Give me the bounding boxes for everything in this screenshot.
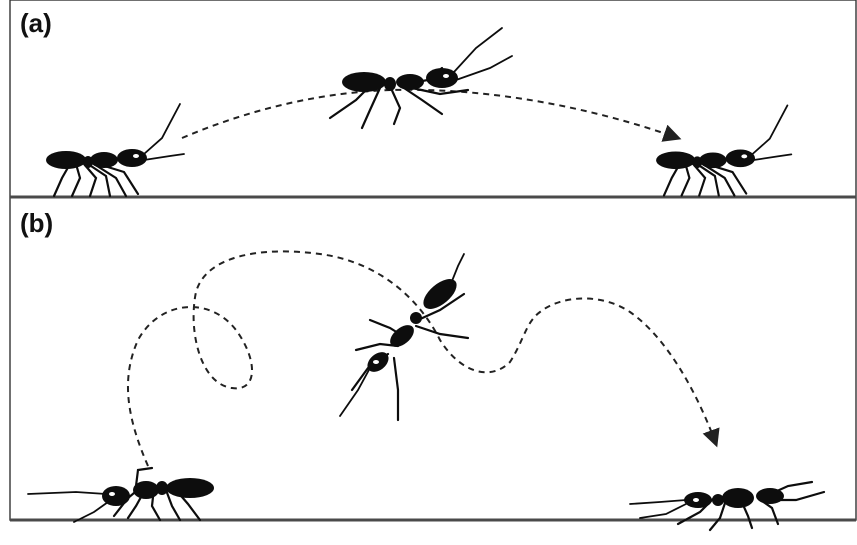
panel-b: (b) bbox=[10, 208, 856, 530]
ant-landing-b bbox=[630, 482, 824, 530]
ant-midair-a bbox=[330, 28, 512, 128]
jump-trajectory-a bbox=[182, 90, 678, 138]
jump-trajectory-b bbox=[128, 251, 716, 466]
ant-takeoff-a bbox=[46, 104, 184, 196]
panel-a: (a) bbox=[10, 8, 856, 197]
panel-a-label: (a) bbox=[20, 8, 52, 38]
ant-takeoff-b bbox=[28, 468, 214, 522]
panel-b-label: (b) bbox=[20, 208, 53, 238]
ant-landing-a bbox=[656, 105, 791, 195]
ant-midair-b bbox=[340, 254, 468, 420]
